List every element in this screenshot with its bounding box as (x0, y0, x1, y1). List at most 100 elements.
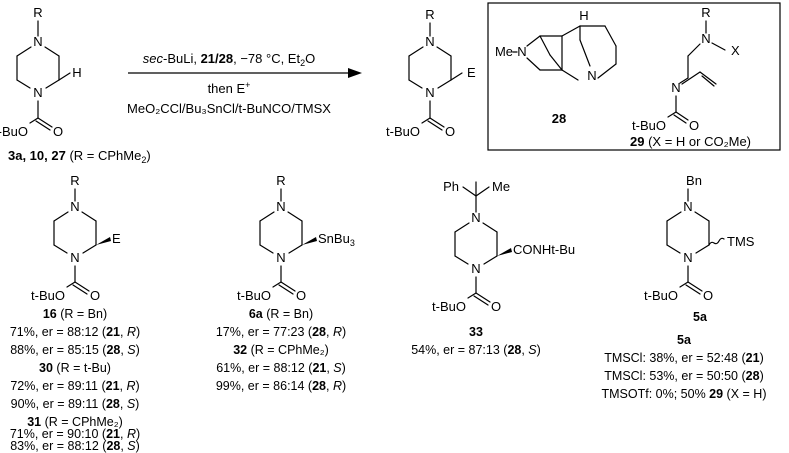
c33-group: CONHt-Bu (513, 242, 575, 257)
c5a-boc: t-BuO (644, 288, 678, 303)
c16-group: E (112, 231, 121, 246)
start-boc: t-BuO (0, 124, 28, 139)
c33-conf-1: S (528, 343, 537, 357)
c33-lig-1: 28 (507, 343, 521, 357)
conditions-base-prefix: sec (143, 51, 164, 66)
c32-data-0: 32 (R = CPhMe₂) (233, 343, 329, 357)
starting-material: R N N H O t-BuO 3a, 10, 27 (R = CPhMe2) (0, 5, 151, 165)
product: R N N E O t-BuO (386, 7, 476, 139)
conditions-then: then E (208, 81, 246, 96)
c30-lig-1: 21 (106, 379, 120, 393)
c5a-bn: Bn (686, 173, 702, 188)
ligand-n-methyl: N (517, 44, 526, 59)
c31-yield-2: 83%, er = 88:12 ( (10, 439, 107, 453)
compound-5a: Bn N N TMS O t-BuO 5a 5a TMSCl: 38%, er … (602, 173, 767, 401)
c5a-close-2: ) (760, 369, 764, 383)
start-label-cpds: 3a, 10, 27 (8, 148, 66, 163)
c30-data-0: 30 (R = t-Bu) (39, 361, 111, 375)
c16-data-0: 16 (R = Bn) (43, 307, 107, 321)
c5a-yield-2: TMSCl: 53%, er = 50:50 ( (604, 369, 746, 383)
c5a-lig-1: 21 (746, 351, 760, 365)
c16-carbonyl-o: O (90, 288, 100, 303)
start-n4: N (33, 34, 42, 49)
ligand-28: Me N H N 28 (495, 8, 617, 126)
c33-boc: t-BuO (432, 299, 466, 314)
c32-lig-2: 28 (312, 379, 326, 393)
compound-33: Ph Me N N CONHt-Bu O t-BuO 33 54%, er = … (411, 179, 575, 357)
start-label-close: ) (146, 148, 150, 163)
c33-carbonyl-o: O (491, 299, 501, 314)
c33-label: 33 (469, 325, 483, 339)
conditions-temp: , −78 °C, Et (233, 51, 300, 66)
c6a-wedge (302, 237, 317, 245)
conditions-then-sup: + (245, 80, 250, 90)
c5a-wavy-bond (708, 237, 725, 246)
side-n-bottom: N (671, 80, 680, 95)
start-carbonyl-o: O (53, 124, 63, 139)
c16-wedge (96, 237, 111, 245)
compound-16-30-31: R N N E O t-BuO 16 (R = Bn) 71%, er = 88… (10, 173, 140, 453)
c16-lig-1: 21 (106, 325, 120, 339)
c31-data-0: 31 (R = CPhMe₂) (27, 415, 123, 429)
c16-conf-1: R (127, 325, 136, 339)
c32-yield-1: 61%, er = 88:12 ( (216, 361, 313, 375)
conditions-line-1: sec-BuLi, 21/28, −78 °C, Et2O (143, 51, 315, 68)
product-boc: t-BuO (386, 124, 420, 139)
ligand-methyl: Me (495, 44, 513, 59)
c6a-group: SnBu3 (318, 231, 355, 248)
c6a-label: 6a (249, 307, 264, 321)
c6a-n1: N (276, 250, 285, 265)
side-x: X (731, 43, 740, 58)
c32-data-1: 61%, er = 88:12 (21, S) (216, 361, 346, 375)
reaction-arrowhead (348, 68, 362, 78)
c16-yield-1: 71%, er = 88:12 ( (10, 325, 107, 339)
reaction-conditions: sec-BuLi, 21/28, −78 °C, Et2O then E+ Me… (127, 51, 362, 116)
c5a-data-3: TMSOTf: 0%; 50% 29 (X = H) (602, 387, 767, 401)
c6a-lig-1: 28 (312, 325, 326, 339)
c31-r: (R = CPhMe₂) (41, 415, 123, 429)
c30-label: 30 (39, 361, 53, 375)
c32-yield-2: 99%, er = 86:14 ( (216, 379, 313, 393)
conditions-ligands: 21/28 (201, 51, 234, 66)
start-n1: N (33, 85, 42, 100)
side-label-num: 29 (630, 134, 644, 149)
c32-conf-1: S (333, 361, 342, 375)
c6a-conf-1: R (333, 325, 342, 339)
c33-n4: N (471, 210, 480, 225)
c33-ph: Ph (443, 179, 459, 194)
c30-r: (R = t-Bu) (53, 361, 111, 375)
c5a-close-1: ) (760, 351, 764, 365)
c30-lig-2: 28 (106, 397, 120, 411)
c5a-lig-3: 29 (709, 387, 723, 401)
c30-yield-2: 90%, er = 89:11 ( (11, 397, 107, 411)
c16-data-2: 88%, er = 85:15 (28, S) (10, 343, 140, 357)
conditions-reagents: MeO₂CCl/Bu₃SnCl/t-BuNCO/TMSX (127, 101, 331, 116)
conditions-line-2: then E+ (208, 80, 251, 96)
c6a-n4: N (276, 199, 285, 214)
c31-conf-2: S (127, 439, 136, 453)
c33-n1: N (471, 261, 480, 276)
side-n-top: N (701, 31, 710, 46)
side-label: 29 (X = H or CO₂Me) (630, 134, 751, 149)
c5a-yield-3: TMSOTf: 0%; 50% (602, 387, 710, 401)
c30-data-2: 90%, er = 89:11 (28, S) (11, 397, 140, 411)
product-carbonyl-o: O (445, 124, 455, 139)
c33-yield-1: 54%, er = 87:13 ( (411, 343, 508, 357)
c31-data-2: 83%, er = 88:12 (28, S) (10, 439, 140, 453)
c16-label: 16 (43, 307, 57, 321)
c6a-data-1: 17%, er = 77:23 (28, R) (216, 325, 346, 339)
c5a-label: 5a (677, 333, 692, 347)
c32-label: 32 (233, 343, 247, 357)
c6a-substituent: R (276, 173, 285, 188)
c16-data-1: 71%, er = 88:12 (21, R) (10, 325, 140, 339)
c5a-n1: N (683, 250, 692, 265)
c5a-data-1: TMSCl: 38%, er = 52:48 (21) (604, 351, 763, 365)
side-carbonyl-o: O (689, 118, 699, 133)
side-boc: t-BuO (632, 118, 666, 133)
c31-yield-1: 71%, er = 90:10 ( (10, 427, 107, 441)
c32-conf-2: R (333, 379, 342, 393)
c32-data-2: 99%, er = 86:14 (28, R) (216, 379, 346, 393)
c32-lig-1: 21 (312, 361, 326, 375)
start-substituent: R (33, 5, 42, 20)
c30-conf-2: S (127, 397, 136, 411)
